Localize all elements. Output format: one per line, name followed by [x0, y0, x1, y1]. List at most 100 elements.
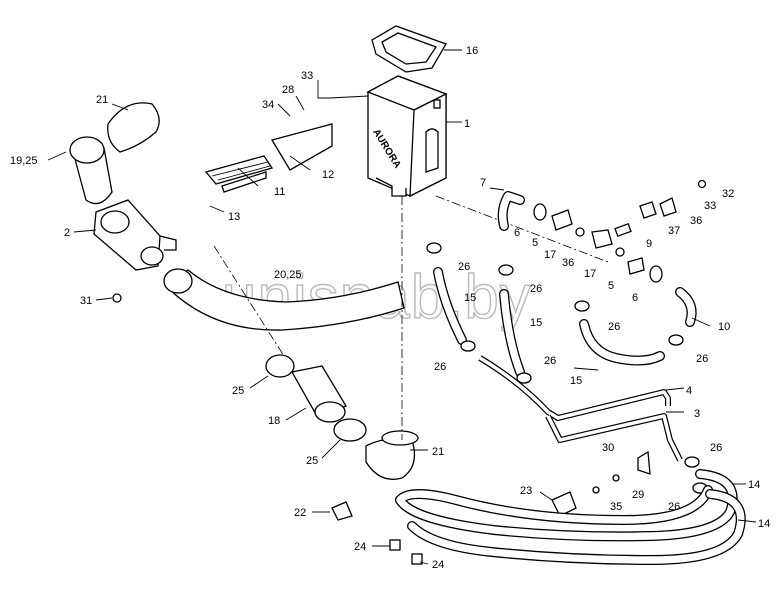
callout-21-bottom: 21: [432, 446, 444, 458]
bracket-part-22: [331, 501, 353, 521]
axis-line-right: [435, 195, 609, 263]
callout-5-right: 5: [608, 280, 614, 292]
callout-2: 2: [64, 227, 70, 239]
pipe-part-4: [478, 355, 671, 421]
oring-part-17-left: [575, 227, 585, 237]
callout-13: 13: [228, 211, 240, 223]
fitting-part-5-right: [627, 257, 645, 275]
callout-18: 18: [268, 415, 280, 427]
callout-36-right: 36: [690, 215, 702, 227]
valve-part-36-left: [591, 229, 613, 249]
callout-20-25: 20,25: [274, 269, 302, 281]
intake-tube-part-19: [69, 136, 113, 205]
callout-16: 16: [466, 45, 478, 57]
callout-11: 11: [274, 186, 285, 198]
oring-part-17-right: [615, 247, 625, 257]
wedge-part-12: [270, 123, 333, 171]
bolt-part-24-a: [389, 539, 401, 551]
callout-3: 3: [694, 408, 700, 420]
clamp-part-25-upper: [265, 354, 295, 378]
sleeve-part-18: [290, 365, 347, 423]
clamp-part-26-c: [574, 300, 590, 312]
callout-19-25: 19,25: [10, 155, 38, 167]
callout-9: 9: [646, 238, 652, 250]
callout-14-upper: 14: [748, 479, 760, 491]
hose-part-15-right: [579, 319, 665, 366]
callout-37: 37: [668, 225, 680, 237]
clamp-part-26-e: [516, 372, 532, 384]
pipe-part-3: [545, 413, 683, 462]
callout-labels: 16 1 33 28 34 21 19,25 2 31 11 12 13 20,…: [10, 45, 770, 571]
callout-1: 1: [464, 118, 470, 130]
callout-32: 32: [722, 188, 734, 200]
callout-6-right: 6: [632, 292, 638, 304]
callout-21-top: 21: [96, 94, 108, 106]
callout-14-lower: 14: [758, 518, 770, 530]
callout-4: 4: [686, 385, 692, 397]
housing-part-2: [93, 199, 177, 271]
callout-23: 23: [520, 485, 532, 497]
callout-36-left: 36: [562, 257, 574, 269]
clamp-part-25-lower: [333, 418, 367, 442]
grille-part-11: [204, 155, 274, 193]
callout-17-right: 17: [584, 268, 596, 280]
callout-26-d: 26: [434, 361, 446, 373]
callout-34: 34: [262, 99, 274, 111]
callout-33-left: 33: [301, 70, 313, 82]
bolt-part-24-b: [411, 553, 423, 565]
clamp-part-6-left: [533, 203, 547, 221]
callout-28: 28: [282, 84, 294, 96]
elbow-part-21-bottom: [365, 430, 419, 480]
callout-17-left: 17: [544, 249, 556, 261]
clamp-part-26-g: [684, 456, 700, 468]
nut-part-29: [612, 474, 620, 482]
callout-15-left: 15: [464, 292, 476, 304]
hose-part-15-middle: [499, 289, 525, 377]
hose-part-14-lower: [407, 489, 746, 565]
axis-line-duct: [213, 245, 285, 357]
clip-part-23: [551, 491, 577, 517]
callout-26-a: 26: [458, 261, 470, 273]
callout-12: 12: [322, 169, 334, 181]
fitting-part-5-left: [551, 209, 573, 231]
callout-33-right: 33: [704, 200, 716, 212]
callout-31: 31: [80, 295, 92, 307]
callout-26-f: 26: [696, 353, 708, 365]
hose-part-7: [497, 191, 525, 231]
callout-6-left: 6: [514, 227, 520, 239]
leader-lines: [47, 49, 757, 565]
callout-26-h: 26: [668, 501, 680, 513]
valve-part-36-right: [659, 197, 677, 217]
clamp-part-6-right: [649, 265, 663, 283]
callout-29: 29: [632, 489, 644, 501]
callout-24-left: 24: [354, 541, 366, 553]
callout-35: 35: [610, 501, 622, 513]
callout-24-right: 24: [432, 559, 444, 571]
bolt-part-32: [697, 179, 707, 189]
fitting-part-37: [639, 201, 657, 219]
callout-26-e: 26: [544, 355, 556, 367]
bolt-part-35: [592, 486, 600, 494]
nipple-part-9: [614, 223, 632, 237]
bracket-part-30: [637, 450, 651, 475]
seal-frame-part-16: [371, 25, 447, 73]
callout-30: 30: [602, 442, 614, 454]
long-duct-part-20: [163, 268, 405, 331]
callout-25-upper: 25: [232, 385, 244, 397]
clamp-part-26-a: [426, 242, 442, 254]
callout-5-left: 5: [532, 237, 538, 249]
callout-26-g: 26: [710, 442, 722, 454]
bolt-part-31: [112, 293, 122, 303]
hose-part-10: [675, 287, 697, 327]
hose-part-15-left: [433, 267, 467, 345]
callout-10: 10: [718, 321, 730, 333]
callout-26-c: 26: [608, 321, 620, 333]
elbow-part-21-top: [107, 102, 160, 153]
clamp-part-26-d: [460, 340, 476, 352]
callout-26-b: 26: [530, 283, 542, 295]
clamp-part-26-b: [498, 264, 514, 276]
clamp-part-26-f: [668, 334, 684, 346]
callout-15-middle: 15: [530, 317, 542, 329]
